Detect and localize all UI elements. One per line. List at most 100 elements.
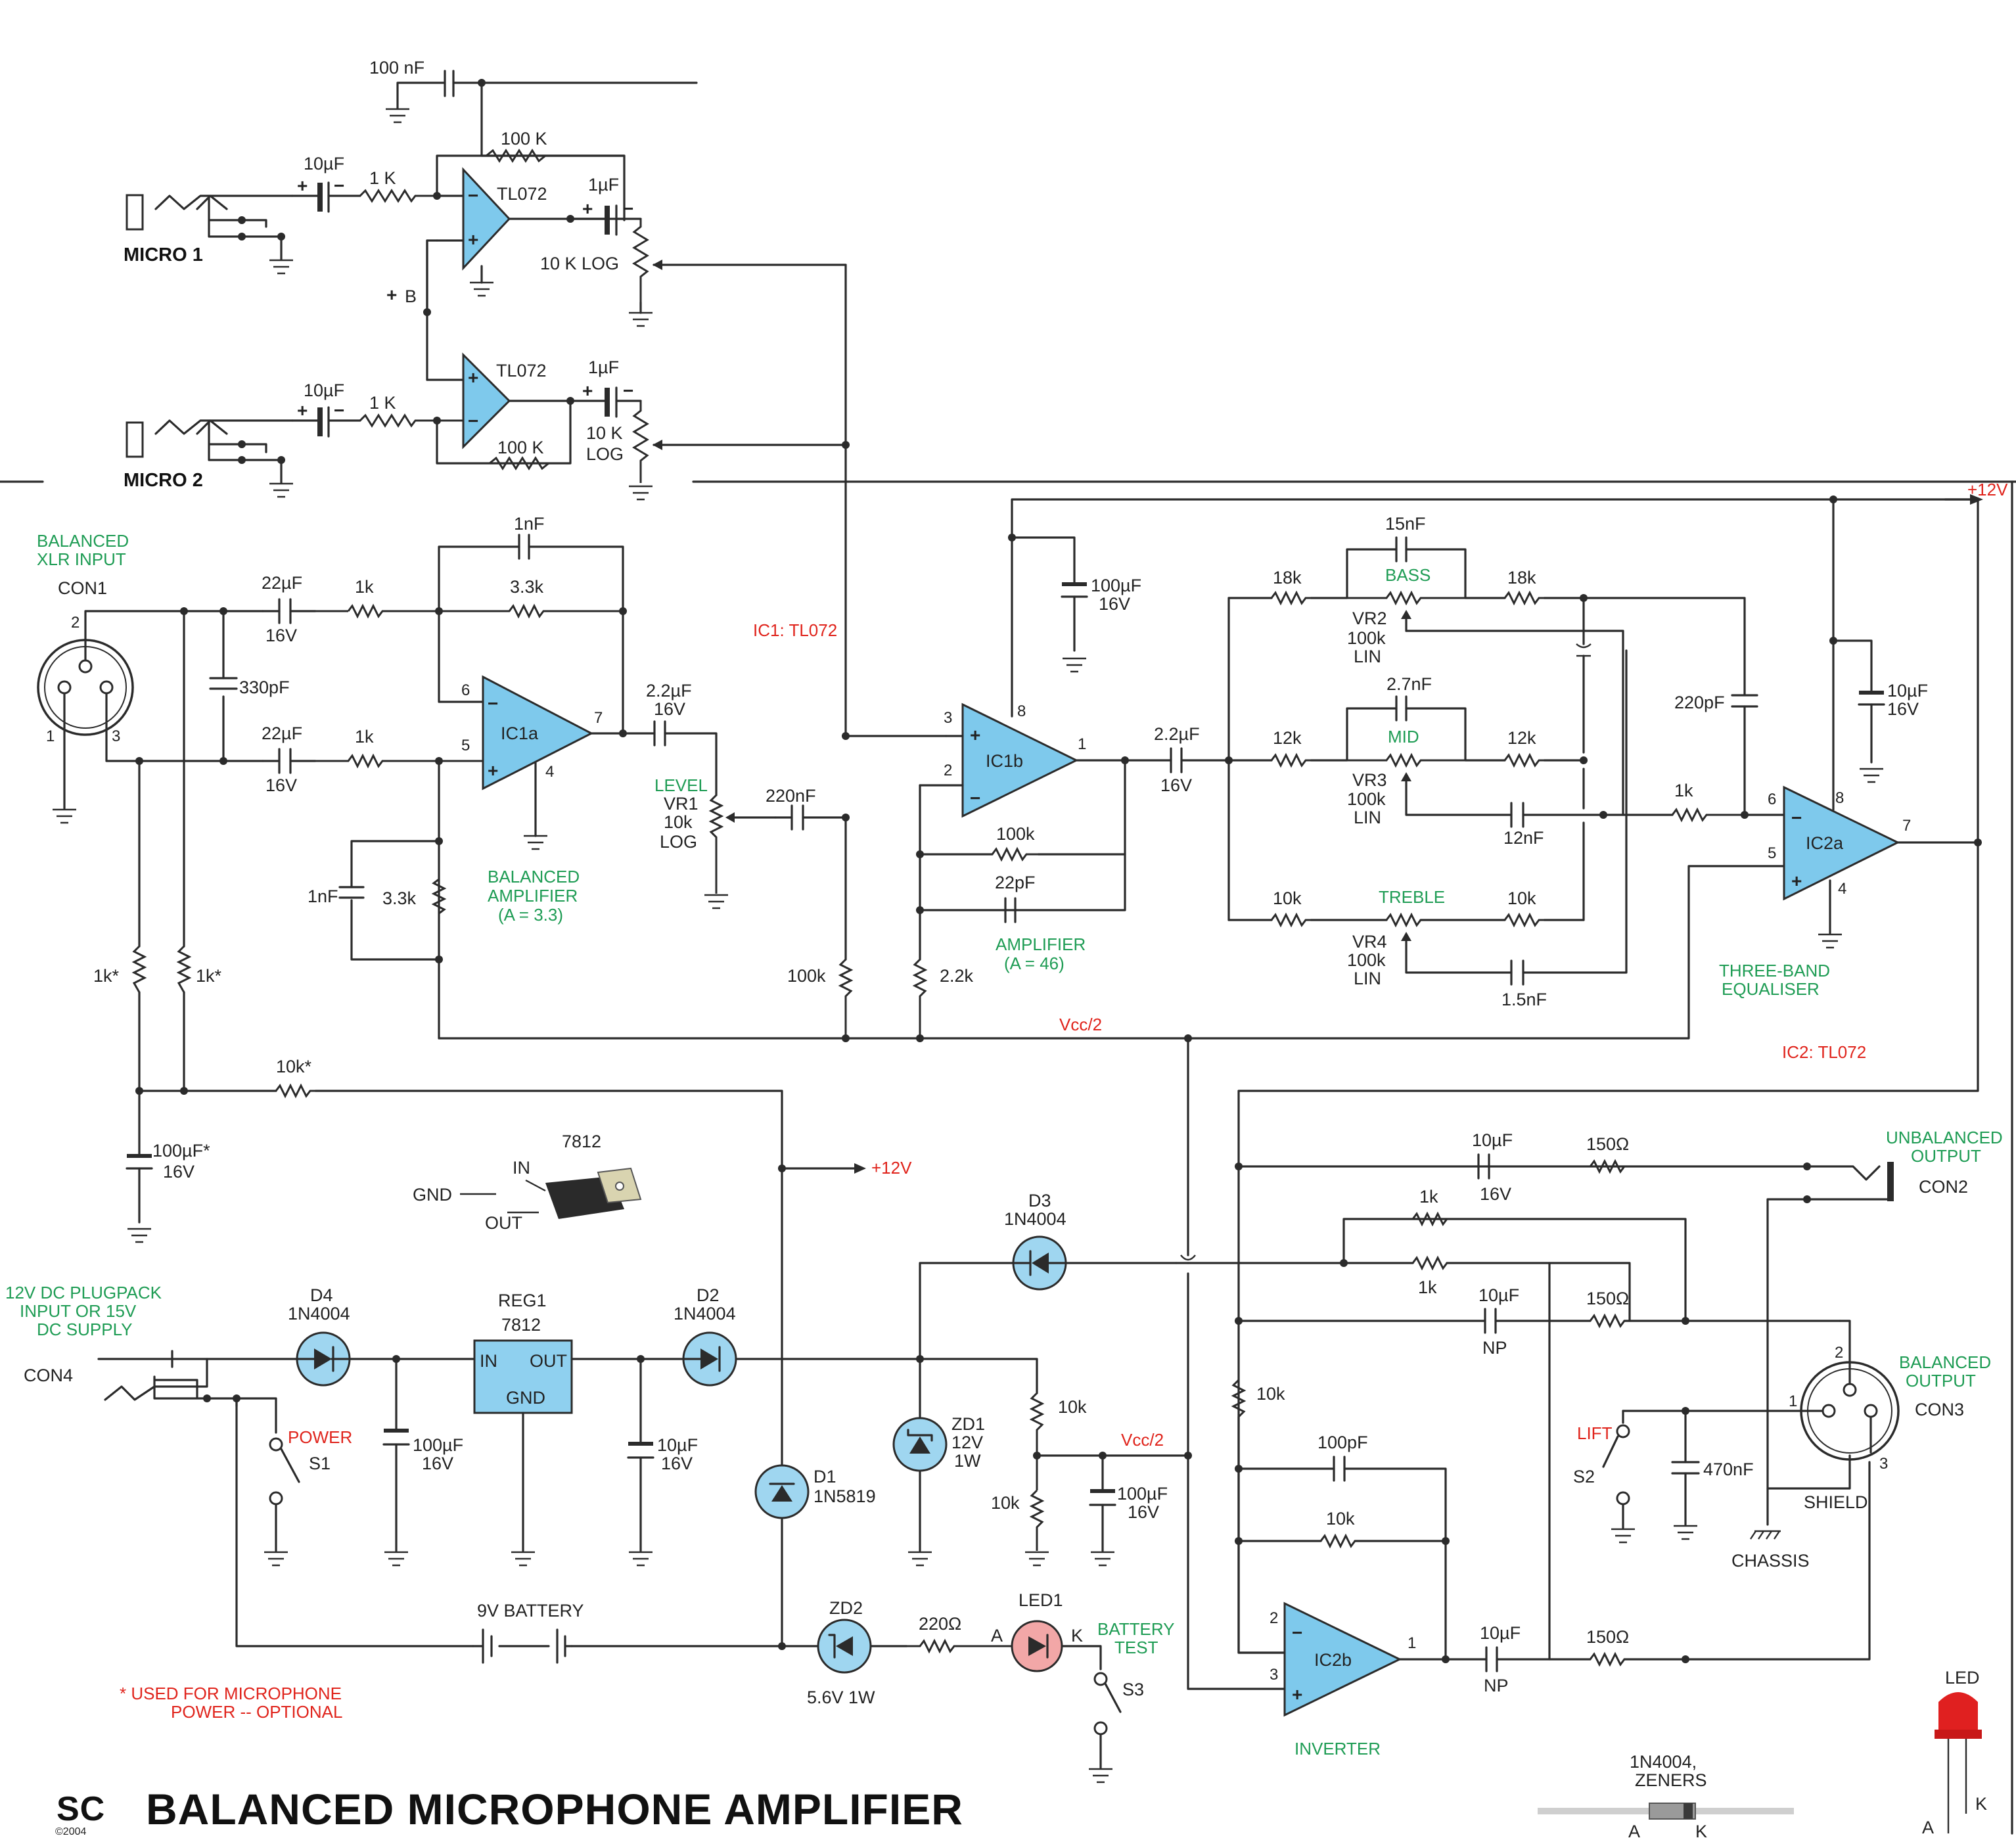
c10bv-label: NP	[1482, 1338, 1507, 1358]
c2v-label: 16V	[265, 775, 297, 795]
ic1b-pin3: 3	[944, 709, 952, 727]
inverter-label: INVERTER	[1294, 1739, 1381, 1759]
r-fb1-label: 100 K	[501, 129, 547, 149]
c-out2-label: 1µF	[588, 357, 619, 377]
r1k-a-label: 1k	[355, 577, 374, 597]
ic1-type-label: IC1: TL072	[753, 620, 837, 640]
ic1b-label: IC1b	[986, 751, 1023, 771]
svg-text:−: −	[623, 380, 633, 401]
diode-legend-2: ZENERS	[1635, 1770, 1707, 1790]
shield-label: SHIELD	[1804, 1492, 1868, 1512]
c15-label: 15nF	[1385, 514, 1426, 534]
r-in2-label: 1 K	[369, 393, 396, 413]
mid-label: MID	[1388, 727, 1419, 747]
ic1a-pin7: 7	[594, 709, 603, 727]
xlr-pin3: 3	[112, 727, 120, 745]
vr4-type-label: LIN	[1354, 969, 1381, 988]
pot1-label: 10 K LOG	[540, 254, 619, 273]
v12-mid-label: +12V	[871, 1158, 912, 1178]
svg-text:+: +	[1292, 1684, 1302, 1705]
svg-text:+: +	[582, 380, 593, 401]
ic1a-opamp	[482, 675, 594, 791]
led1-label: LED1	[1019, 1590, 1063, 1610]
svg-text:+: +	[297, 400, 308, 421]
vr4-value-label: 100k	[1347, 950, 1386, 970]
battery-test-switch[interactable]	[1093, 1721, 1108, 1736]
logo-sub: ©2004	[55, 1826, 86, 1837]
c10cv-label: NP	[1484, 1676, 1509, 1695]
vr2-type-label: LIN	[1354, 647, 1381, 666]
xlr-pin2: 2	[71, 614, 80, 632]
reg-type-label: 7812	[501, 1315, 541, 1335]
svg-text:−: −	[970, 788, 980, 808]
vr1-type-label: LOG	[660, 832, 697, 852]
r1k-eq-label: 1k	[1674, 781, 1693, 800]
diode-legend-k: K	[1695, 1822, 1707, 1840]
c-fb-amp-label: 22pF	[995, 873, 1036, 892]
pkg-name-label: 7812	[562, 1132, 601, 1151]
led1-a-label: A	[991, 1626, 1003, 1645]
r1k-star-2-label: 1k*	[196, 966, 222, 986]
r220-label: 220Ω	[919, 1614, 961, 1634]
svg-text:−: −	[334, 400, 344, 421]
ic1b-opamp	[961, 702, 1079, 818]
svg-text:+: +	[488, 760, 498, 781]
ic1a-pin6: 6	[461, 681, 470, 699]
c-gnd-label: 1nF	[308, 886, 338, 906]
v12-top-label: +12V	[1967, 480, 2008, 499]
c-out1-label: 1µF	[588, 175, 619, 195]
vcc2-ps-label: Vcc/2	[1121, 1430, 1164, 1450]
r10kfb-label: 10k	[1326, 1509, 1355, 1529]
svg-text:−: −	[1791, 808, 1802, 828]
r22-label: 2.2k	[940, 966, 974, 986]
r1k-b-label: 1k	[355, 727, 374, 747]
level-label: LEVEL	[654, 775, 708, 795]
treble-label: TREBLE	[1379, 887, 1445, 907]
ic1b-pin2: 2	[944, 762, 952, 779]
svg-text:+: +	[582, 198, 593, 219]
r150a-label: 150Ω	[1586, 1134, 1629, 1154]
zd1-watt-label: 1W	[954, 1451, 981, 1471]
supply-label: B	[405, 287, 417, 306]
balanced-amp-label-2: AMPLIFIER	[488, 886, 578, 906]
ic2a-pin5: 5	[1768, 844, 1776, 862]
xlr-input-title-1: BALANCED	[37, 531, 129, 551]
s1-label: S1	[309, 1454, 331, 1473]
ic1a-pin4: 4	[545, 763, 554, 781]
svg-text:+: +	[468, 367, 478, 388]
battery-label: 9V BATTERY	[477, 1601, 584, 1621]
r10b-label: 10k	[1507, 888, 1536, 908]
s2-label: S2	[1573, 1467, 1595, 1486]
zd1-value-label: 12V	[951, 1433, 983, 1452]
vr2-value-label: 100k	[1347, 628, 1386, 648]
r12b-label: 12k	[1507, 728, 1536, 748]
bass-label: BASS	[1385, 565, 1431, 585]
c10a-label: 10µF	[1472, 1130, 1513, 1150]
c22-label: 2.2µF	[646, 681, 692, 701]
unbalanced-label-1: UNBALANCED	[1886, 1128, 2003, 1147]
r150b-label: 150Ω	[1586, 1289, 1629, 1308]
ic1-top-label: TL072	[497, 184, 547, 204]
chassis-label: CHASSIS	[1731, 1551, 1810, 1571]
r18a-label: 18k	[1273, 568, 1302, 587]
c-top-label: 100 nF	[369, 58, 424, 78]
unbalanced-output-jack[interactable]	[1887, 1162, 1894, 1201]
ic2b-pin3: 3	[1270, 1666, 1278, 1684]
svg-text:+: +	[970, 725, 980, 745]
xlr-out-pin1: 1	[1789, 1392, 1797, 1410]
zd2-type-label: 5.6V 1W	[807, 1688, 875, 1707]
c100v-ps-label: 16V	[422, 1454, 453, 1473]
c10v-ps-label: 16V	[661, 1454, 693, 1473]
c100bv-ps-label: 16V	[1128, 1502, 1159, 1522]
vr3-label: VR3	[1352, 770, 1387, 790]
power-switch[interactable]	[269, 1491, 283, 1506]
led1-k-label: K	[1071, 1626, 1083, 1645]
plugpack-label-3: DC SUPPLY	[37, 1320, 132, 1339]
micro2-label: MICRO 2	[124, 470, 203, 491]
pkg-in-label: IN	[513, 1158, 530, 1178]
d1-type-label: 1N5819	[813, 1486, 876, 1506]
ground-lift-switch[interactable]	[1616, 1491, 1630, 1506]
plugpack-label-2: INPUT OR 15V	[20, 1301, 137, 1321]
diode-legend-1: 1N4004,	[1630, 1752, 1697, 1772]
